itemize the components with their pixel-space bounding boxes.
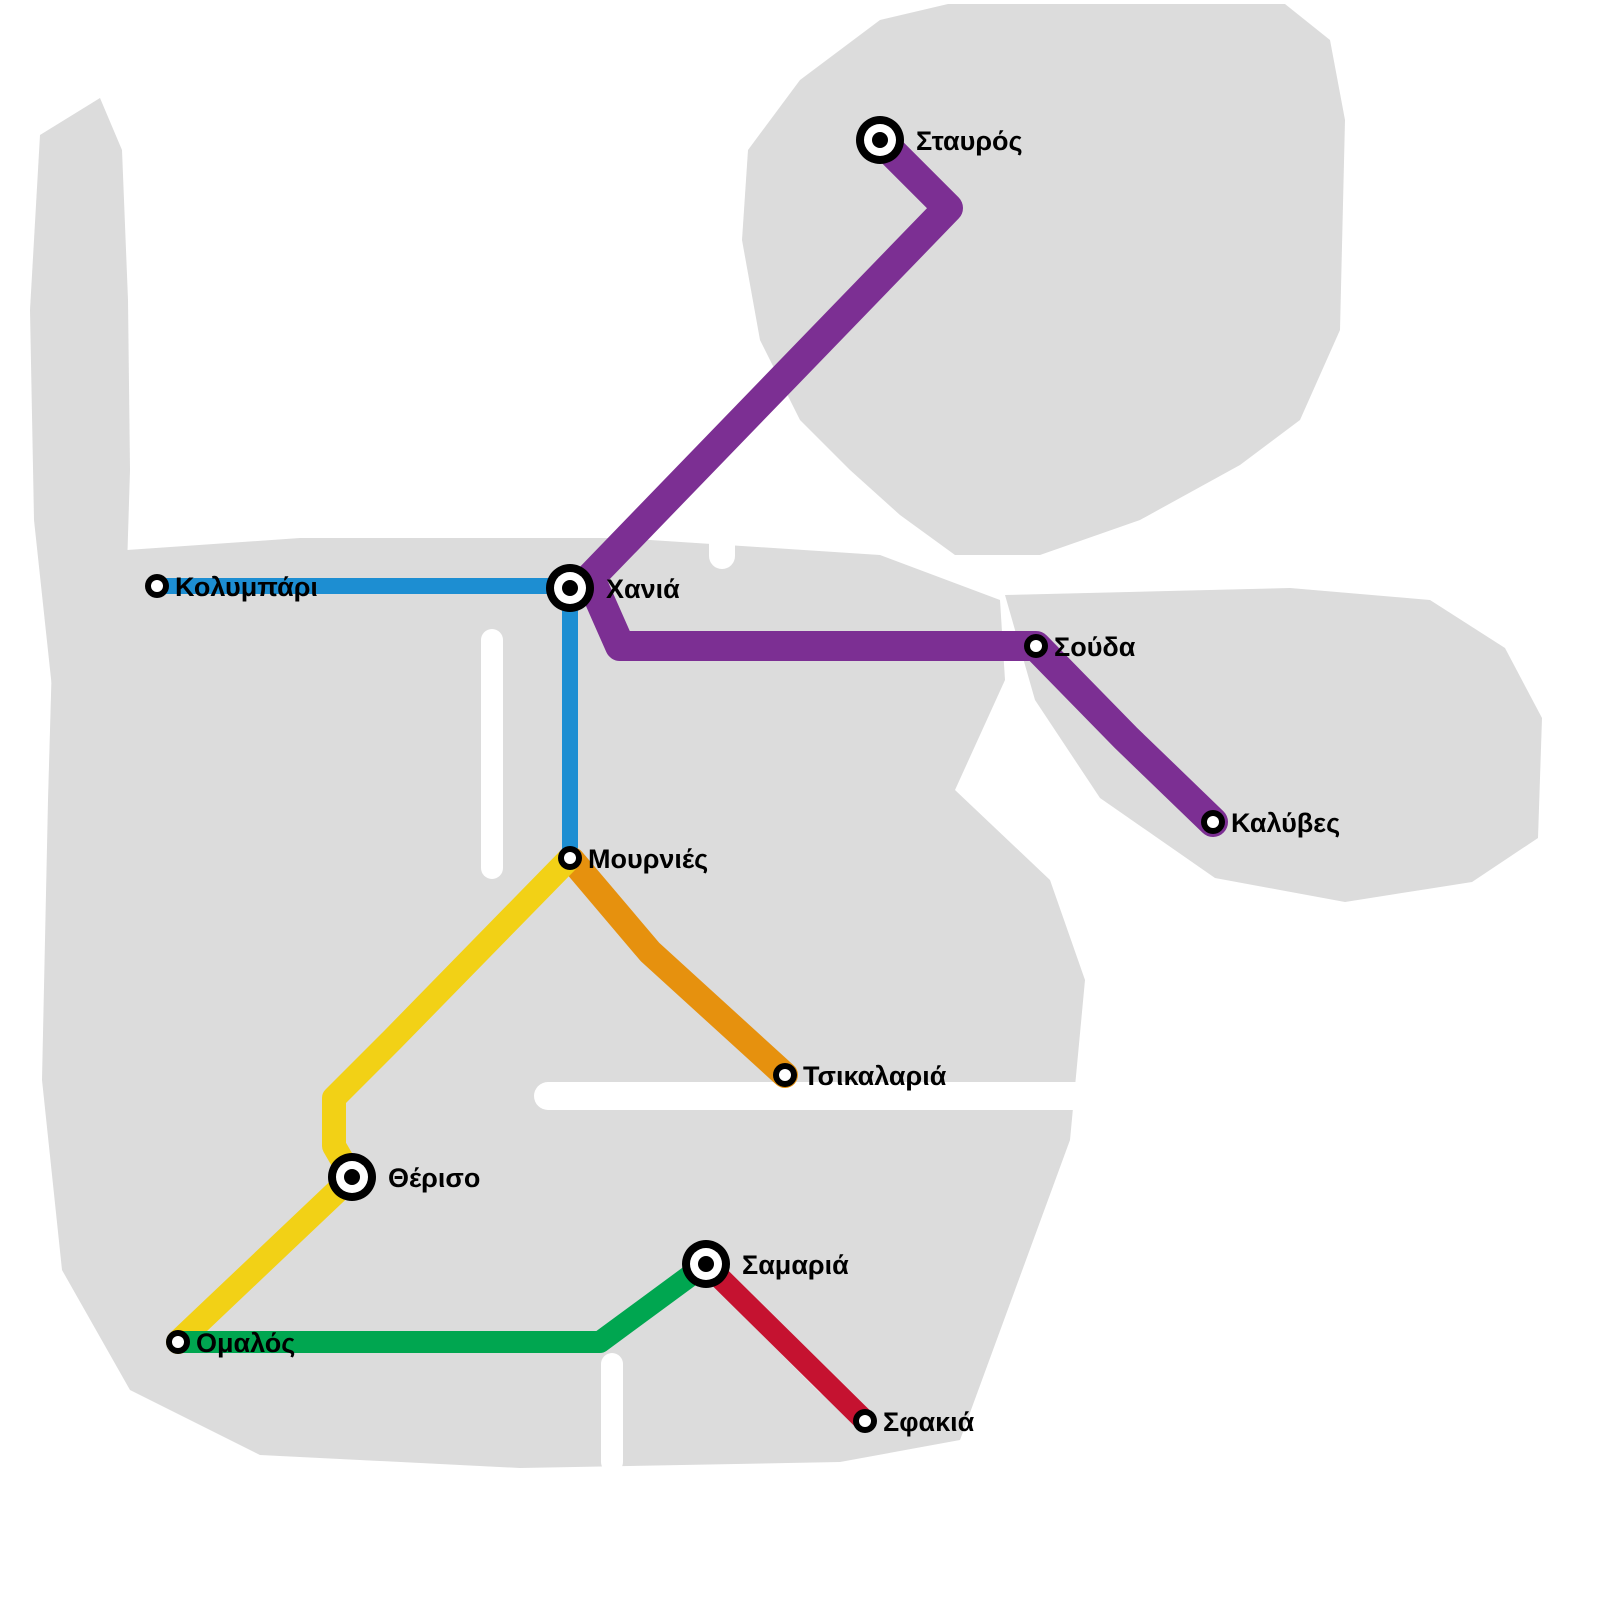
station-label: Ομαλός [196,1328,295,1358]
interchange-station-marker-dot [698,1256,714,1272]
station: Θέρισο [328,1153,480,1201]
station: Κολυμπάρι [145,572,318,602]
stop-station-marker-center [1030,640,1042,652]
interchange-station-marker-dot [872,132,888,148]
purple-line [575,125,1228,837]
interchange-station-marker-dot [344,1169,360,1185]
stop-station-marker-center [172,1336,184,1348]
landmass-shape [30,98,130,690]
station-label: Μουρνιές [588,844,708,874]
landmass-shape [1005,588,1542,902]
station-label: Καλύβες [1231,808,1340,838]
station-label: Σούδα [1054,632,1136,662]
station: Τσικαλαριά [773,1061,947,1091]
stop-station-marker-center [859,1415,871,1427]
landmass [30,4,1542,1468]
station-label: Σαμαριά [742,1250,849,1280]
station: Σαμαριά [682,1240,849,1288]
orange-line [559,847,798,1088]
red-line [695,1253,876,1432]
station: Ομαλός [166,1328,295,1358]
station-label: Θέρισο [388,1163,480,1193]
station-label: Χανιά [606,574,680,604]
landmass-shape [742,4,1345,555]
station: Χανιά [546,564,680,612]
station-label: Κολυμπάρι [175,572,318,602]
station: Σφακιά [853,1407,975,1437]
station: Σταυρός [856,116,1023,164]
station: Μουρνιές [558,844,708,874]
stop-station-marker-center [779,1069,791,1081]
station: Σούδα [1024,632,1136,662]
station-label: Σφακιά [883,1407,975,1437]
station: Καλύβες [1201,808,1340,838]
green-line [167,1253,717,1353]
interchange-station-marker-dot [562,580,578,596]
stop-station-marker-center [151,580,163,592]
yellow-line [166,848,580,1354]
stop-station-marker-center [564,852,576,864]
transit-lines [149,125,1228,1432]
stop-station-marker-center [1207,816,1219,828]
station-label: Τσικαλαριά [803,1061,947,1091]
station-label: Σταυρός [916,126,1023,156]
